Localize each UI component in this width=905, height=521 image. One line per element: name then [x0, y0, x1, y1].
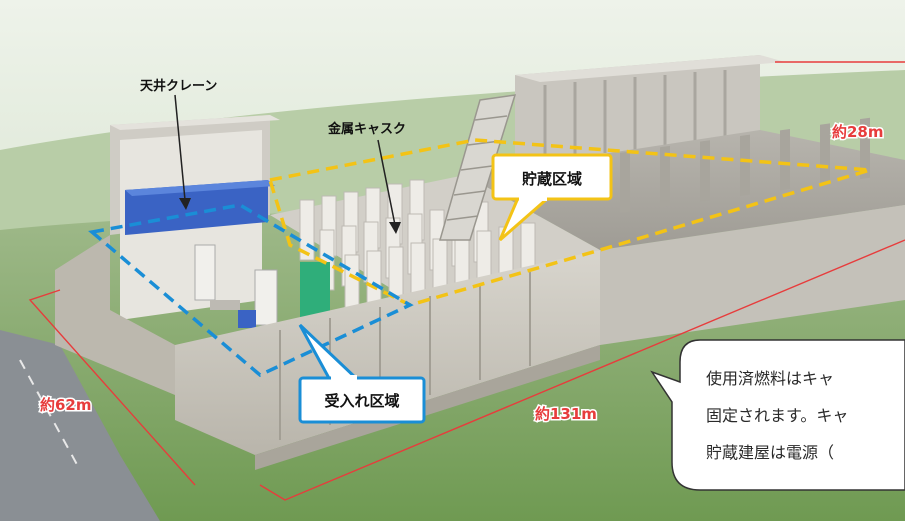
receiving-callout-box [298, 376, 426, 424]
height-dimension-label: 約28m [832, 123, 884, 141]
front-wall-base [255, 345, 600, 470]
upper-hall-ribs [543, 70, 727, 160]
storage-area-label: 貯蔵区域 [522, 170, 582, 188]
dim-length-line [259, 239, 905, 501]
cask-grid [299, 179, 536, 311]
storage-callout-box [491, 153, 613, 201]
road-line [19, 359, 81, 471]
info-text-line-2: 固定されます。キャ [706, 406, 848, 425]
pointer-lines [174, 94, 396, 226]
crane-label: 天井クレーン [140, 78, 217, 94]
receiving-area-label: 受入れ区域 [324, 392, 399, 410]
front-wall-main [175, 250, 600, 455]
receiving-callout-tail-mask [331, 375, 357, 381]
storage-area-outline [267, 138, 871, 307]
dim-width-line [28, 289, 196, 486]
side-wall-ribs [620, 117, 870, 213]
receiving-area-outline [88, 203, 414, 378]
info-text-line-1: 使用済燃料はキャ [706, 369, 834, 388]
upper-hall-roof [515, 55, 785, 82]
front-wall-left [55, 235, 175, 395]
cask-pointer [377, 139, 396, 226]
storage-callout-tail-mask [519, 196, 547, 201]
info-speech-bubble [650, 339, 905, 491]
crane-arrowhead [179, 198, 191, 210]
storage-side-wall [600, 205, 905, 345]
length-dimension-label: 約131m [535, 405, 597, 423]
width-dimension-label: 約62m [40, 396, 92, 414]
crane-top [125, 180, 275, 196]
road [0, 330, 160, 521]
cask-arrowhead [389, 222, 401, 234]
cask-label: 金属キャスク [327, 121, 406, 137]
info-text-line-3: 貯蔵建屋は電源（ [706, 443, 834, 462]
crane-pointer [174, 94, 186, 201]
dimension-lines [28, 61, 905, 501]
receiving-tower-top [110, 115, 280, 130]
